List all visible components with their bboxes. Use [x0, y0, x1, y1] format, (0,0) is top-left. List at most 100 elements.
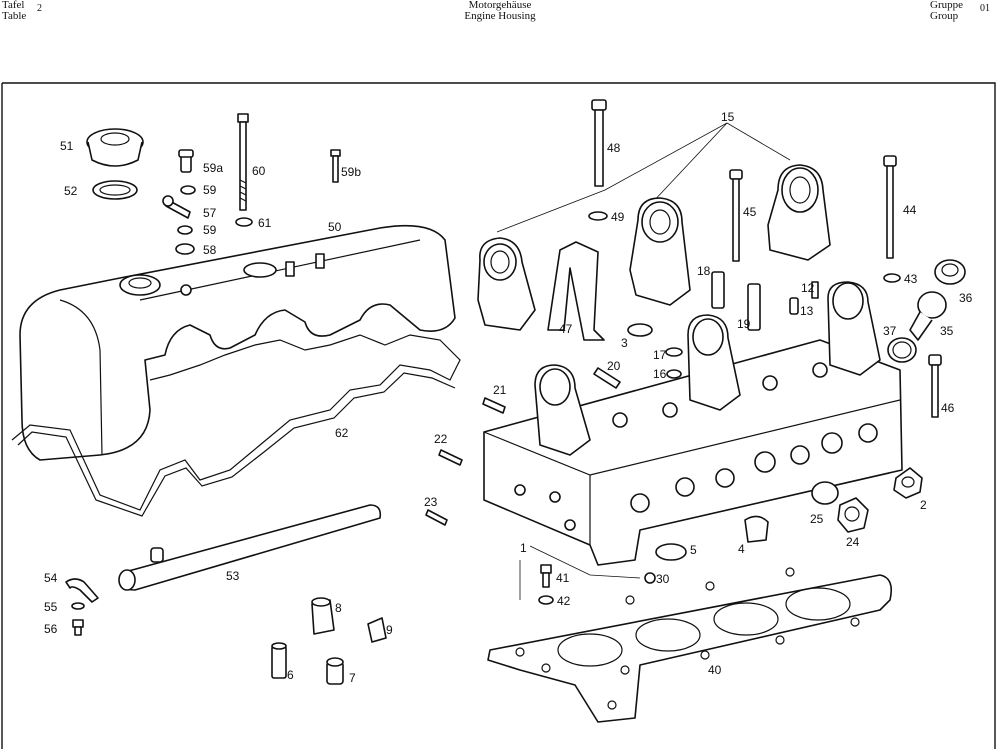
callout-24: 24 [846, 535, 860, 549]
cap-seal-ring [92, 180, 138, 200]
callout-51: 51 [60, 139, 74, 153]
callout-50: 50 [328, 220, 342, 234]
washer-16 [666, 369, 682, 379]
table-number: 2 [37, 3, 42, 14]
pin-22 [438, 449, 463, 466]
washer-30 [644, 572, 656, 584]
callout-37: 37 [883, 324, 897, 338]
plug-4 [744, 515, 769, 543]
callout-5: 5 [690, 543, 697, 557]
clamp-54 [65, 578, 99, 603]
rocker-bracket [629, 197, 691, 306]
callout-8: 8 [335, 601, 342, 615]
callout-56: 56 [44, 622, 58, 636]
washer-61 [235, 217, 253, 227]
callout-25: 25 [810, 512, 824, 526]
head-gasket [487, 567, 893, 723]
callout-58: 58 [203, 243, 217, 257]
sleeve-18 [711, 271, 725, 309]
callout-23: 23 [424, 495, 438, 509]
valve-guide-6 [271, 642, 287, 679]
callout-15: 15 [721, 110, 735, 124]
group-label-de: Gruppe [930, 0, 963, 11]
page-title-de: Motorgehäuse [468, 0, 532, 11]
mounted-rocker-bracket [827, 281, 881, 376]
oil-filler-cap [86, 128, 144, 167]
cylinder-head [483, 339, 903, 566]
fitting-35 [909, 291, 947, 341]
callout-45: 45 [743, 205, 757, 219]
washer-17 [665, 347, 683, 357]
washer-59 [180, 185, 196, 195]
callout-59a: 59a [203, 161, 223, 175]
callout-60: 60 [252, 164, 266, 178]
page-title: Motorgehäuse Engine Housing [0, 0, 1000, 22]
long-bolt-44 [883, 155, 897, 259]
callout-1: 1 [520, 541, 527, 555]
cover-bolt-60 [237, 113, 249, 211]
seal-ring-25 [811, 481, 839, 505]
callout-21: 21 [493, 383, 507, 397]
sleeve-19 [747, 283, 761, 331]
callout-16: 16 [653, 367, 667, 381]
table-label-en: Table [2, 10, 27, 22]
page-title-en: Engine Housing [464, 10, 536, 22]
table-label: Tafel Table 2 [2, 0, 42, 22]
callout-53: 53 [226, 569, 240, 583]
callout-7: 7 [349, 671, 356, 685]
seal-ring-37 [887, 337, 917, 363]
bracket-47 [547, 241, 605, 341]
callout-59-lower: 59 [203, 223, 217, 237]
screw-41 [540, 564, 552, 588]
callout-47: 47 [559, 322, 573, 336]
long-bolt-45 [729, 169, 743, 262]
rocker-shaft [118, 504, 382, 591]
stud-59a [178, 149, 194, 173]
callout-9: 9 [386, 623, 393, 637]
callout-17: 17 [653, 348, 667, 362]
mounted-rocker-bracket [687, 314, 741, 411]
callout-35: 35 [940, 324, 954, 338]
callout-18: 18 [697, 264, 711, 278]
washer-3 [627, 323, 653, 337]
ring-5 [655, 543, 687, 561]
callout-43: 43 [904, 272, 918, 286]
callout-46: 46 [941, 401, 955, 415]
washer-43 [883, 273, 901, 283]
group-label: Gruppe Group 01 [930, 0, 990, 22]
pin-21 [482, 397, 506, 414]
callout-30: 30 [656, 572, 670, 586]
bolt-46 [928, 354, 942, 418]
stud-59b [330, 149, 341, 183]
callout-13: 13 [800, 304, 814, 318]
callout-48: 48 [607, 141, 621, 155]
pin-23 [425, 509, 448, 526]
callout-22: 22 [434, 432, 448, 446]
nut-58 [175, 243, 195, 255]
plug-8 [311, 597, 335, 635]
rocker-bracket [477, 237, 536, 331]
pin-20 [593, 367, 621, 389]
callout-4: 4 [738, 542, 745, 556]
washer-59-lower [177, 225, 193, 235]
callout-3: 3 [621, 336, 628, 350]
callout-54: 54 [44, 571, 58, 585]
valve-guide-7 [326, 657, 344, 685]
group-number: 01 [980, 3, 990, 14]
washer-49 [588, 211, 608, 221]
union-fitting-24 [837, 497, 869, 533]
washer-55 [71, 602, 85, 610]
callout-55: 55 [44, 600, 58, 614]
washer-42 [538, 595, 554, 605]
callout-40: 40 [708, 663, 722, 677]
callout-59b: 59b [341, 165, 361, 179]
callout-12: 12 [801, 281, 815, 295]
callout-19: 19 [737, 317, 751, 331]
callout-6: 6 [287, 668, 294, 682]
cap-36 [934, 259, 966, 285]
callout-62: 62 [335, 426, 349, 440]
valve-cover [19, 224, 456, 461]
callout-57: 57 [203, 206, 217, 220]
callout-44: 44 [903, 203, 917, 217]
